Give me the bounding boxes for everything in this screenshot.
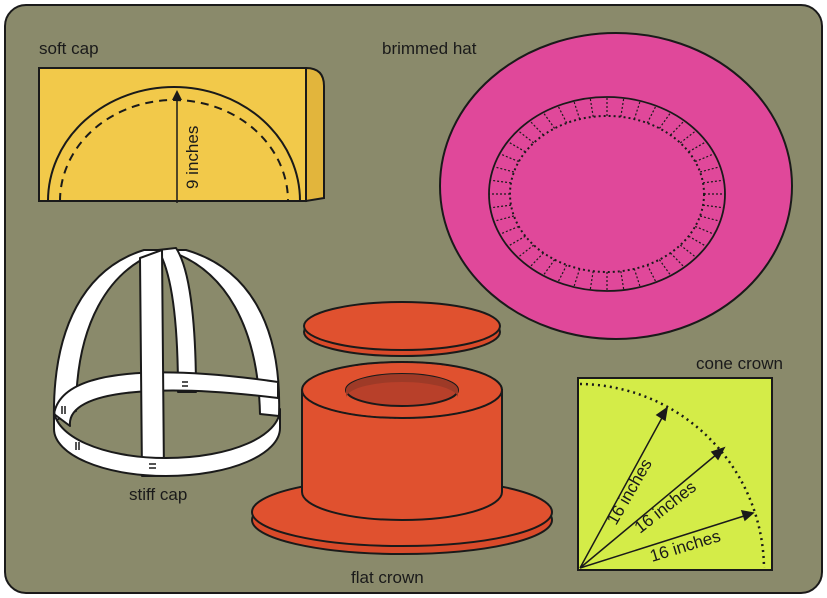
brim-tab-mark xyxy=(633,100,641,120)
brimmed-hat-label: brimmed hat xyxy=(382,39,477,58)
brim-tab-mark xyxy=(493,215,515,222)
brim-tab-mark xyxy=(679,130,697,144)
brim-tab-mark xyxy=(658,112,672,129)
cone-crown-label: cone crown xyxy=(696,354,783,373)
brim-tab-mark xyxy=(517,130,535,144)
brim-tab-mark xyxy=(694,225,715,235)
brim-tab-mark xyxy=(702,179,724,184)
brim-tab-mark xyxy=(658,259,672,276)
brim-tab-mark xyxy=(517,244,535,258)
hat-patterns-illustration: 9 inches xyxy=(38,32,793,571)
brim-tab-mark xyxy=(557,264,568,283)
stiff-cap-label: stiff cap xyxy=(129,485,188,504)
brim-tab-mark xyxy=(529,252,544,268)
brim-tab-mark xyxy=(646,105,657,124)
brim-tab-mark xyxy=(699,215,721,222)
brim-tab-mark xyxy=(694,153,715,163)
brim-tab-mark xyxy=(529,120,544,136)
brim-tab-mark xyxy=(620,271,625,291)
brim-tab-mark xyxy=(646,264,657,283)
brim-tab-mark xyxy=(620,97,625,117)
brim-tab-mark xyxy=(507,235,526,247)
brim-tab-mark xyxy=(542,259,556,276)
stiff-cap-frame xyxy=(52,247,281,477)
brim-tab-mark xyxy=(499,153,520,163)
brim-tab-mark xyxy=(589,97,594,117)
brim-tab-mark xyxy=(702,204,724,209)
brim-tab-mark xyxy=(679,244,697,258)
brim-tab-mark xyxy=(557,105,568,124)
brim-tab-mark xyxy=(688,235,707,247)
brim-tab-mark xyxy=(573,100,581,120)
brim-tab-mark xyxy=(542,112,556,129)
brim-tab-mark xyxy=(507,141,526,153)
brim-tab-mark xyxy=(633,268,641,288)
flat-crown-label: flat crown xyxy=(351,568,424,587)
brim-tab-mark xyxy=(573,268,581,288)
cone-crown-pattern: 16 inches 16 inches 16 inches xyxy=(577,377,773,571)
flat-crown-hat xyxy=(251,301,553,555)
brim-tab-mark xyxy=(490,204,512,209)
brim-tab-mark xyxy=(589,271,594,291)
brim-tab-mark xyxy=(670,120,685,136)
brim-tab-mark xyxy=(688,141,707,153)
brim-tab-mark xyxy=(499,225,520,235)
diagram-board: 9 inches xyxy=(4,4,823,594)
brimmed-hat-pattern xyxy=(439,32,793,340)
brim-tab-mark xyxy=(699,166,721,173)
soft-cap-height-label: 9 inches xyxy=(183,126,202,189)
brim-tab-mark xyxy=(670,252,685,268)
soft-cap-label: soft cap xyxy=(39,39,99,58)
brim-tab-mark xyxy=(490,179,512,184)
soft-cap-pattern: 9 inches xyxy=(38,66,325,203)
brim-tab-mark xyxy=(493,166,515,173)
